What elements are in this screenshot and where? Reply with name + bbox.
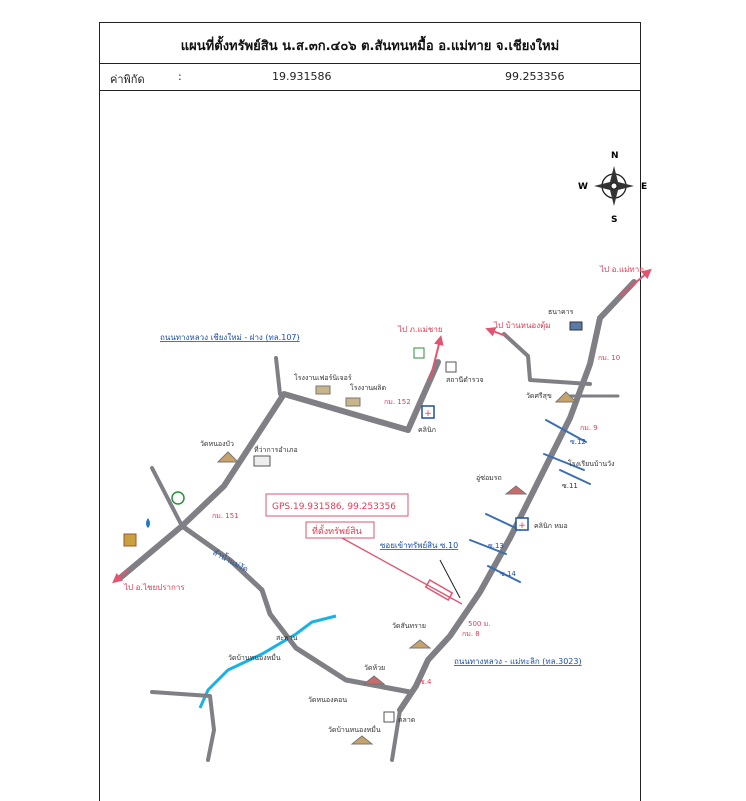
soi-pointer-line [439,559,461,599]
hospital-icon [421,405,435,419]
district-office-icon [253,455,271,467]
km-left: กม. 151 [212,512,239,520]
property-label: ที่ตั้งทรัพย์สิน [312,524,362,537]
bank-icon [569,321,583,331]
river-line [198,614,337,709]
compass-n: N [611,151,619,161]
km-right3: กม. 8 [462,630,480,638]
km-right1: กม. 10 [598,354,620,362]
km-right2: กม. 9 [580,424,598,432]
landmark-clinic-top: คลินิก [418,426,436,434]
landmark-temple-bottom2: วัดบ้านหนองหมื่น [328,725,381,734]
landmark-clinic-right: คลินิก หมอ [534,522,568,530]
road-bottom-left [150,690,216,762]
temple-bottom2-icon [350,735,374,745]
soi-line-4 [469,539,507,555]
road-branch-west [150,466,184,528]
property-label-box [305,521,375,539]
gps-text: GPS.19.931586, 99.253356 [272,502,396,512]
landmark-school-right: โรงเรียนบ้านวัง [568,459,614,468]
property-marker [424,579,454,601]
landmark-market: ตลาด [398,716,415,724]
soi3: ซ.13 [488,542,504,550]
landmark-bank: ธนาคาร [548,308,574,316]
arrow-branch-left [485,327,507,337]
landmark-factory: โรงงานเฟอร์นิเจอร์ [294,373,352,382]
soi-line-3 [485,513,521,531]
garage-icon [504,485,528,495]
landmark-garage: อู่ซ่อมรถ [476,474,502,482]
road-south-river [179,523,413,695]
landmark-temple-mid: วัดสันทราย [392,622,426,630]
header-title-row: แผนที่ตั้งทรัพย์สิน น.ส.๓ก.๔๐๖ ต.สันทนหม… [100,23,640,64]
soi-line-2 [543,453,585,471]
factory-icon [315,385,331,395]
factory2-icon [345,397,361,407]
landmark-bridge2: วัดหนองคอน [308,696,347,704]
landmark-temple-right1: วัดศรีสุข [526,392,552,400]
property-pointer-line [341,537,463,605]
soi1: ซ.12 [570,438,586,446]
road-label-river: ลำน้ำแม่งัด [211,546,251,574]
clinic-right-icon [515,517,529,531]
landmark-police: สถานีตำรวจ [446,376,484,384]
soi4: ซ.14 [500,570,516,578]
compass-e: E [641,182,647,192]
map-frame: แผนที่ตั้งทรัพย์สิน น.ส.๓ก.๔๐๖ ต.สันทนหม… [99,22,641,801]
compass-w: W [578,182,588,192]
map-title: แผนที่ตั้งทรัพย์สิน น.ส.๓ก.๔๐๖ ต.สันทนหม… [180,39,560,54]
landmark-temple-left: วัดหนองบัว [200,440,234,448]
road-label-3023: ถนนทางหลวง - แม่ทะลิก (ทล.3023) [454,657,582,666]
road-branch-nongtum [502,332,592,386]
coord-colon: : [178,70,182,83]
header-coord-row: ค่าพิกัด : 19.931586 99.253356 [100,64,640,91]
market-icon [383,711,395,723]
km-bottom: ซ.4 [420,678,432,686]
water-icon [146,518,150,528]
police-icon [445,361,457,373]
dest-top-center: ไป ภ.แม่ชาย [397,325,443,334]
dest-upper-right-branch: ไป บ้านหนองตุ้ม [493,321,551,330]
km-mid: 500 ม. [468,620,490,628]
shrine-icon [123,533,137,547]
dest-bottom-left: ไป อ.ไชยปราการ [123,583,185,592]
km-top: กม. 152 [384,398,411,406]
landmark-factory2: โรงงานผลิต [350,383,386,392]
road-highway-3023 [397,279,637,713]
soi-line-1 [545,419,587,443]
arrow-top-center [429,335,444,381]
dest-top-right: ไป อ.แม่ทาย [599,265,644,274]
arrow-bottom-left [112,569,129,584]
landmark-district-office: ที่ว่าการอำเภอ [254,445,298,454]
arrow-top-right [619,268,652,297]
landmark-bridge: สะพาน [276,634,298,642]
temple-left-icon [216,451,240,463]
road-branch-north-left [274,356,282,396]
temple-bottom1-icon [362,675,386,685]
soi-line-5 [487,565,521,583]
road-highway-107 [117,359,441,581]
landmark-temple-bottom1: วัดห้วย [364,664,385,672]
store-icon [413,347,425,359]
svg-text:+: + [518,521,526,531]
temple-mid-icon [408,639,432,649]
coord-value-lat: 19.931586 [272,70,332,83]
gas-station-icon [171,491,185,505]
svg-text:+: + [424,409,432,419]
gps-box [265,493,409,517]
landmark-soi-right: ซ.11 [562,482,578,490]
compass-rose-icon: N S E W [578,151,647,225]
road-bottom-down [390,708,402,762]
temple-right1-icon [554,391,578,403]
coord-value-lng: 99.253356 [505,70,565,83]
coord-label: ค่าพิกัด [110,73,145,86]
road-label-107: ถนนทางหลวง เชียงใหม่ - ฝาง (ทล.107) [160,333,300,342]
landmark-river-village: วัดบ้านหนองหมื่น [228,653,281,662]
soi-line-6 [559,469,591,485]
compass-s: S [611,215,617,225]
soi-label: ซอยเข้าทรัพย์สิน ซ.10 [380,540,458,550]
